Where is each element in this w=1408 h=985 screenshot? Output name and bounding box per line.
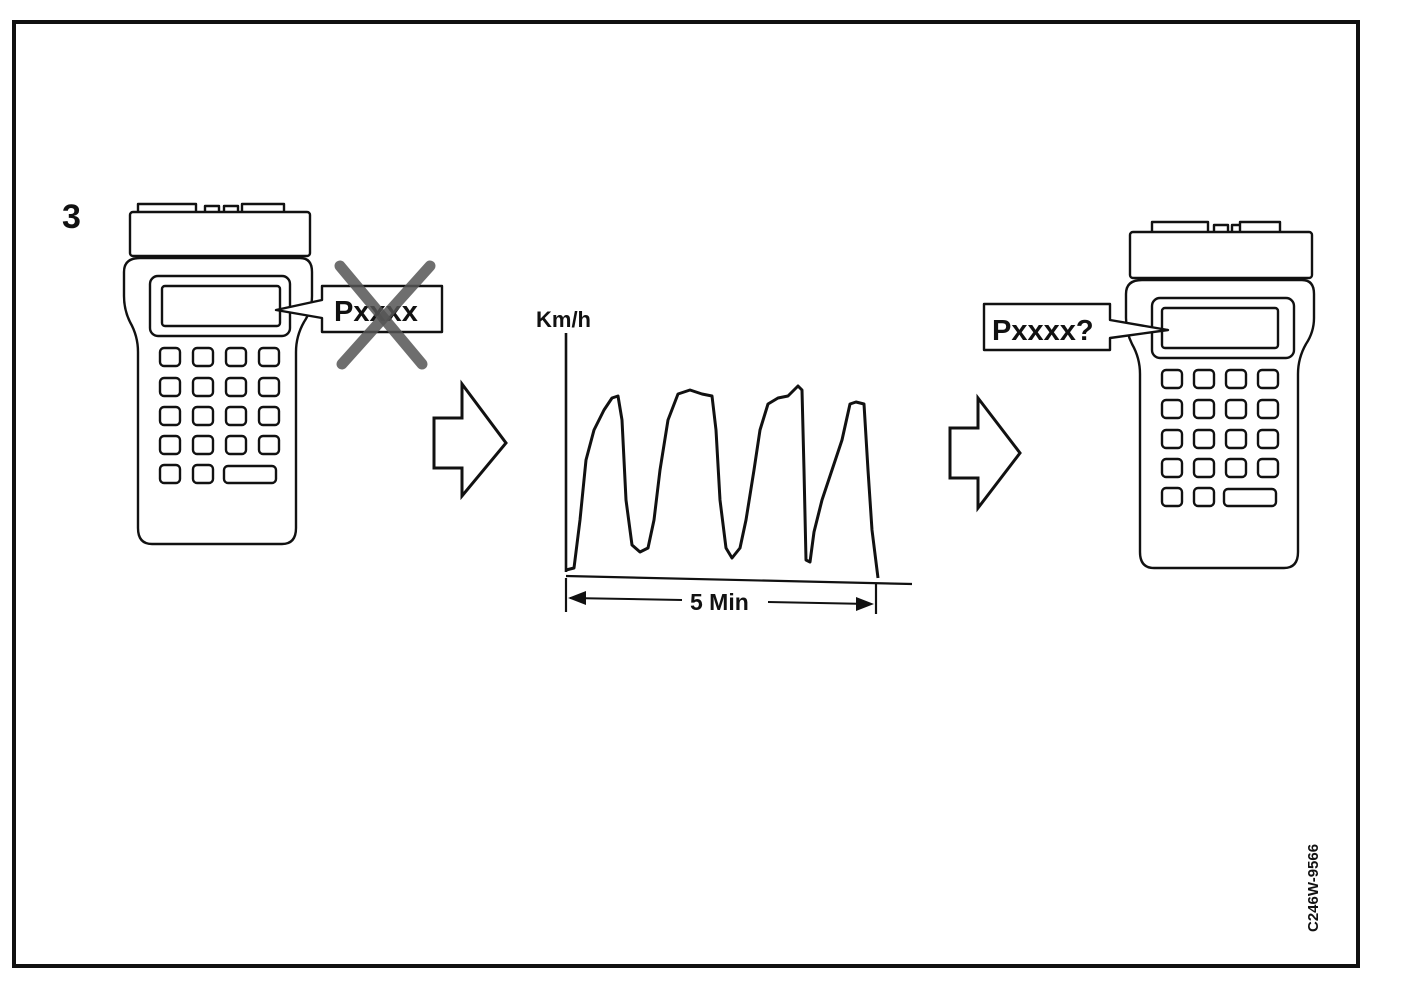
arrow-right-icon xyxy=(948,393,1022,513)
speed-trace xyxy=(565,384,880,579)
right-bubble-text: Pxxxx? xyxy=(992,315,1094,347)
x-axis xyxy=(565,574,913,586)
y-axis-label: Km/h xyxy=(536,307,591,332)
right-scan-tool-icon xyxy=(1124,220,1316,570)
right-code-bubble: Pxxxx? xyxy=(982,302,1170,352)
speed-graph: Km/h 5 Min xyxy=(536,307,913,615)
cross-out-icon xyxy=(334,260,436,370)
figure-code: C246W-9566 xyxy=(1305,844,1322,932)
left-scan-tool-icon xyxy=(122,202,314,546)
left-keypad xyxy=(158,346,281,485)
step-number: 3 xyxy=(62,198,81,236)
duration-label: 5 Min xyxy=(690,589,749,615)
figure-frame xyxy=(12,20,1360,968)
arrow-right-icon xyxy=(432,379,508,501)
duration-dimension: 5 Min xyxy=(568,589,874,615)
right-keypad xyxy=(1160,368,1280,508)
